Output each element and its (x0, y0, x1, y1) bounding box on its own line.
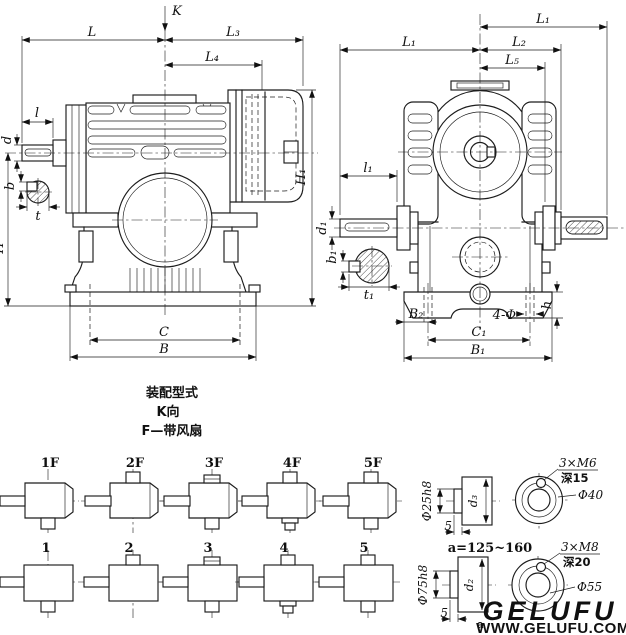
side-view-dimensions: K L L₃ L₄ l d b t H H₁ C (0, 4, 316, 361)
variant-5: 5 (315, 541, 400, 618)
variant-row-plain: 1 2 3 4 (0, 541, 400, 618)
label-L4: L₄ (204, 50, 219, 65)
variant-label-1: 1 (41, 541, 50, 556)
shaft-end-detail-lower: a=125~160 d₂ Φ75h8 5 3×M8 深20 Φ55 (416, 540, 602, 622)
label-dia-55: Φ55 (577, 580, 602, 594)
variant-label-5f: 5F (364, 456, 383, 471)
label-d2: d₂ (462, 579, 476, 592)
label-t: t (35, 209, 41, 224)
label-L: L (87, 25, 97, 40)
label-d: d (0, 136, 15, 144)
variant-label-2: 2 (124, 541, 133, 556)
brand-prefix: a (477, 619, 484, 631)
variant-3f: 3F (160, 456, 243, 533)
variant-2: 2 (80, 541, 165, 618)
label-B1: B₁ (470, 343, 486, 358)
label-step-5-lower: 5 (440, 606, 448, 620)
variant-label-2f: 2F (126, 456, 145, 471)
label-dia-75h8: Φ75h8 (416, 564, 430, 605)
variant-5f: 5F (319, 456, 402, 533)
fan-cowl-slots (407, 113, 553, 175)
label-k-arrow: K (171, 4, 183, 19)
label-B: B (158, 342, 169, 357)
label-t1: t₁ (364, 288, 374, 303)
label-b1: b₁ (325, 250, 340, 264)
front-view (334, 14, 624, 346)
label-depth-15: 深15 (561, 471, 589, 485)
label-dia-40: Φ40 (578, 488, 603, 502)
assembly-notes: 装配型式 K向 F—带风扇 (142, 385, 203, 439)
label-L3: L₃ (225, 25, 240, 40)
brand-site-text: WWW.GELUFU.COM (476, 620, 626, 635)
front-view-dimensions: L₁ L₁ L₂ L₅ l₁ d₁ b₁ t₁ B₂ 4- (315, 12, 608, 362)
label-l: l (35, 106, 39, 121)
label-depth-20: 深20 (563, 555, 591, 569)
k-direction-note: K向 (156, 404, 179, 420)
variant-row-fan: 1F 2F 3F 4F (0, 456, 402, 533)
label-foot-holes: 4-Φ (492, 308, 517, 323)
label-L5: L₅ (504, 53, 520, 68)
variant-label-5: 5 (359, 541, 368, 556)
label-d1: d₁ (315, 221, 330, 235)
label-b: b (3, 182, 18, 190)
fan-note: F—带风扇 (142, 423, 203, 439)
label-L2: L₂ (511, 35, 526, 50)
label-tap-m6: 3×M6 (559, 456, 597, 470)
variant-label-3: 3 (203, 541, 212, 556)
variant-3: 3 (159, 541, 244, 618)
label-L1-top: L₁ (535, 12, 550, 27)
variant-label-1f: 1F (41, 456, 60, 471)
shaft-end-detail-upper: d₃ Φ25h8 5 3×M6 深15 Φ40 (420, 456, 603, 535)
label-H1: H₁ (294, 169, 309, 187)
label-C: C (159, 325, 169, 340)
label-h: h (540, 301, 555, 309)
variant-label-4f: 4F (283, 456, 302, 471)
side-view (5, 31, 318, 346)
variant-4: 4 (235, 541, 320, 618)
variant-label-4: 4 (279, 541, 288, 556)
label-d3: d₃ (466, 495, 480, 508)
label-C1: C₁ (471, 325, 486, 340)
variant-1: 1 (0, 541, 80, 618)
label-L1: L₁ (401, 35, 416, 50)
watermark: GELUFU a WWW.GELUFU.COM (476, 596, 626, 635)
assembly-title: 装配型式 (145, 385, 198, 401)
label-step-5-upper: 5 (444, 519, 452, 533)
label-dia-25h8: Φ25h8 (420, 480, 434, 521)
label-tap-m8: 3×M8 (561, 540, 599, 554)
variant-4f: 4F (238, 456, 321, 533)
label-B2: B₂ (408, 307, 424, 322)
label-H: H (0, 242, 7, 255)
label-center-distance-range: a=125~160 (448, 541, 532, 556)
label-l1: l₁ (363, 161, 372, 176)
variant-2f: 2F (81, 456, 164, 533)
brand-logo-text: GELUFU (483, 596, 618, 626)
variant-label-3f: 3F (205, 456, 224, 471)
variant-1f: 1F (0, 456, 79, 533)
